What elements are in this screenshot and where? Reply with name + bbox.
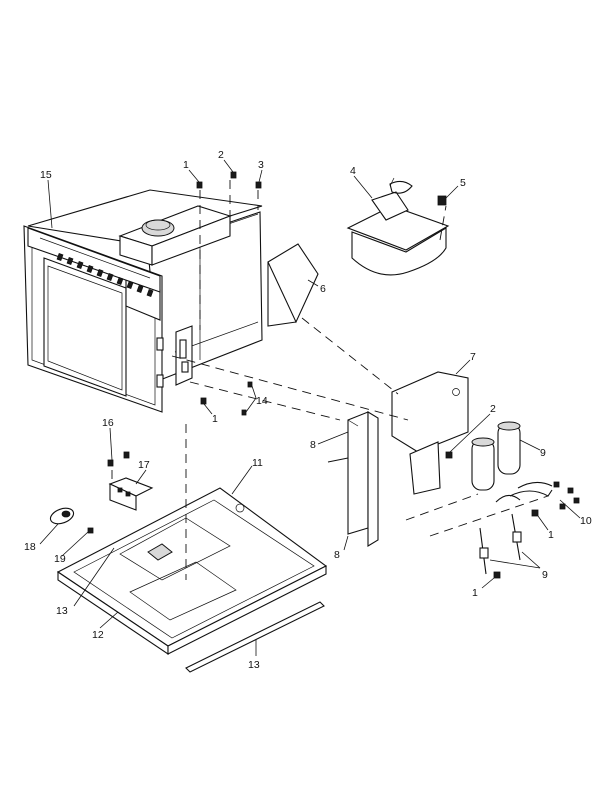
base-strip	[185, 601, 325, 673]
callout-labels: 1 2 3 4 5 15 6 7 14 1 2 8 9 16 17 11 10 …	[24, 149, 592, 671]
side-cover-panel	[267, 243, 319, 327]
callout-13-lower: 13	[248, 659, 260, 671]
top-magnetron-assembly	[118, 205, 232, 266]
callout-9-upper: 9	[540, 447, 546, 459]
blower-assembly	[346, 177, 450, 276]
callout-13-upper: 13	[56, 605, 68, 617]
door-hinges	[156, 337, 164, 388]
fasteners	[87, 171, 580, 579]
callout-5: 5	[460, 177, 466, 189]
callout-11: 11	[252, 457, 263, 469]
capacitor-bracket	[391, 371, 469, 495]
callout-4: 4	[350, 165, 356, 177]
callout-8-upper: 8	[310, 439, 316, 451]
callout-2-top: 2	[218, 149, 224, 161]
keypad-buttons	[56, 252, 154, 298]
callout-1-bottom: 1	[472, 587, 478, 599]
callout-1-mid: 1	[212, 413, 218, 425]
base-pan	[56, 487, 328, 656]
callout-7: 7	[470, 351, 476, 363]
vertical-channel	[327, 411, 379, 547]
pc-board	[108, 477, 154, 511]
callout-10: 10	[580, 515, 592, 527]
callout-14: 14	[256, 395, 268, 407]
capacitor-clamps	[495, 481, 553, 503]
callout-17: 17	[138, 459, 150, 471]
assembly-lines	[111, 180, 549, 580]
callout-9-lower: 9	[542, 569, 548, 581]
callout-1-top: 1	[183, 159, 189, 171]
callout-3: 3	[258, 159, 264, 171]
cavity-side-bracket	[175, 325, 193, 386]
callout-2-right: 2	[490, 403, 496, 415]
door-switch-actuator	[49, 507, 75, 525]
callout-16: 16	[102, 417, 114, 429]
leader-lines	[39, 159, 581, 656]
callout-18: 18	[24, 541, 36, 553]
callout-1-right: 1	[548, 529, 554, 541]
callout-6: 6	[320, 283, 326, 295]
callout-19: 19	[54, 553, 66, 565]
callout-12: 12	[92, 629, 104, 641]
hv-capacitors	[471, 421, 521, 491]
callout-8-lower: 8	[334, 549, 340, 561]
hv-diodes	[479, 513, 522, 575]
callout-15: 15	[40, 169, 52, 181]
